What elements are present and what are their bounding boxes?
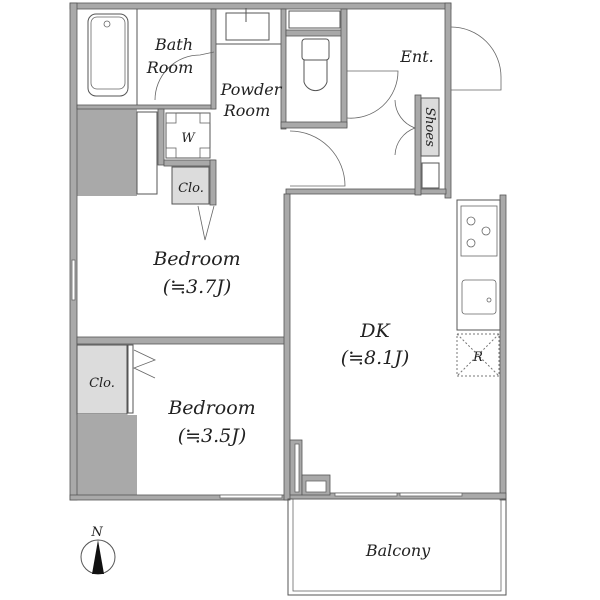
refrigerator-label: R <box>472 350 483 365</box>
closet-door[interactable] <box>132 349 157 379</box>
dk-size: (≒8.1J) <box>341 347 410 369</box>
shaft-area <box>77 108 137 196</box>
bath-room-label: Bath <box>154 35 193 54</box>
bedroom2-label: Bedroom <box>167 397 255 419</box>
washer-space <box>165 112 211 159</box>
window <box>399 492 463 497</box>
closet <box>171 166 210 205</box>
closet-door[interactable] <box>197 205 215 241</box>
north-arrow-icon <box>80 539 116 575</box>
bedroom2-size: (≒3.5J) <box>178 425 247 447</box>
window <box>334 492 398 497</box>
shoes-label: Shoes <box>422 107 437 147</box>
powder-room-label: Room <box>223 101 270 120</box>
entrance-door[interactable] <box>450 26 502 91</box>
dk-label: DK <box>359 320 391 342</box>
closet <box>76 344 128 415</box>
closet-label: Clo. <box>178 181 204 196</box>
north-label: N <box>90 525 103 540</box>
shoe-cabinet <box>420 97 440 157</box>
closet-label: Clo. <box>89 376 115 391</box>
washer-label: W <box>181 131 196 146</box>
sink-icon <box>225 8 270 41</box>
bathtub-icon <box>87 13 129 97</box>
window <box>219 494 283 499</box>
bath-door[interactable] <box>154 51 215 101</box>
shoe-cabinet-doors[interactable] <box>394 99 416 156</box>
balcony-label: Balcony <box>365 541 431 560</box>
toilet-icon <box>301 38 330 91</box>
shaft-area <box>77 415 137 495</box>
kitchen-counter <box>456 199 501 331</box>
storage <box>136 111 158 195</box>
refrigerator-space <box>456 333 500 377</box>
powder-room-label: Powder <box>220 80 283 99</box>
bedroom1-size: (≒3.7J) <box>163 276 232 298</box>
bedroom1-label: Bedroom <box>152 248 240 270</box>
powder-door[interactable] <box>289 130 346 187</box>
bath-room-label: Room <box>146 58 193 77</box>
toilet-door[interactable] <box>346 70 399 119</box>
window <box>71 259 76 301</box>
entrance-label: Ent. <box>399 47 434 66</box>
